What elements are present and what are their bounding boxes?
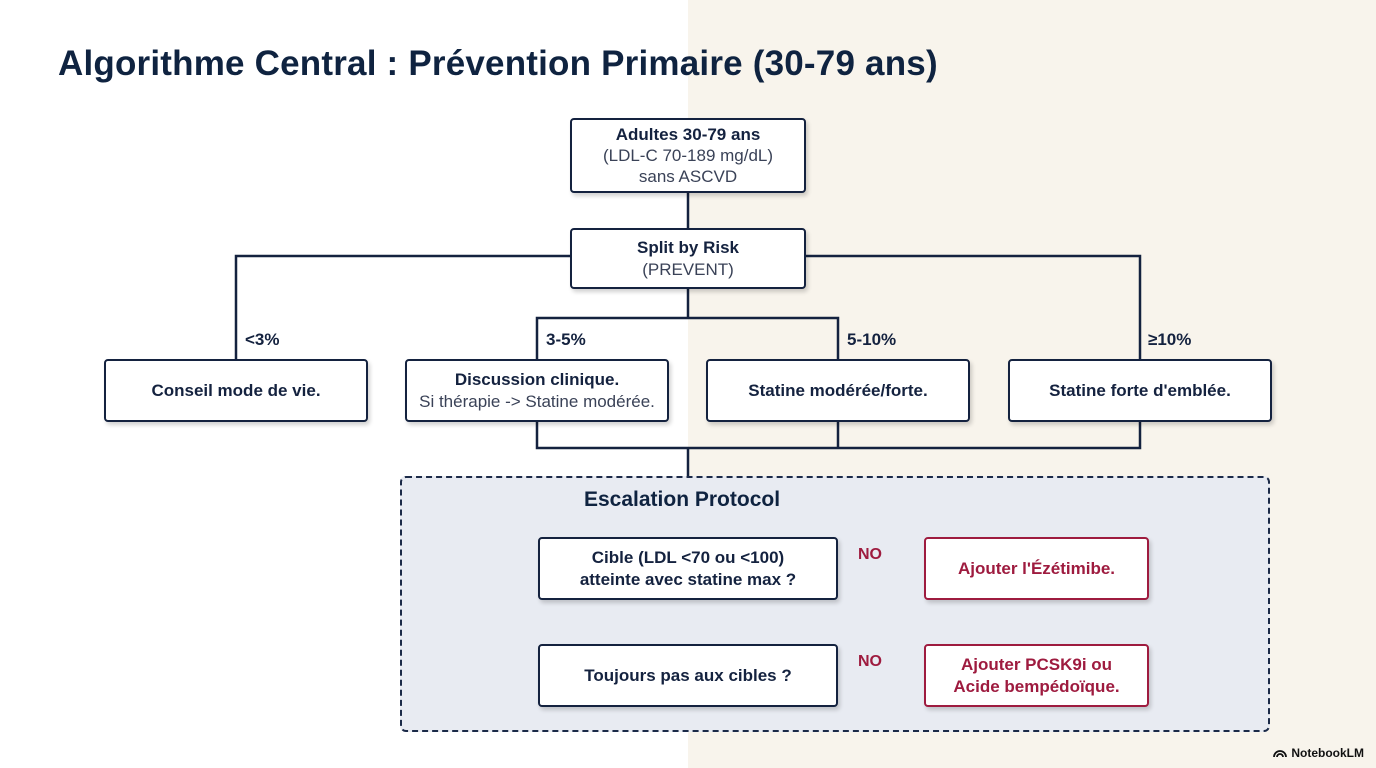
risk-box-high-text: Statine forte d'emblée. [1049, 380, 1231, 400]
escalation-title: Escalation Protocol [584, 488, 781, 511]
start-box-line3: sans ASCVD [638, 167, 738, 187]
notebooklm-watermark: NotebookLM [1273, 746, 1364, 760]
split-box-line2: (PREVENT) [642, 259, 734, 279]
action-box-2: Ajouter PCSK9i ou Acide bempédoïque. [924, 644, 1149, 707]
risk-box-intermediate-text: Statine modérée/forte. [748, 380, 928, 400]
risk-label-low: <3% [245, 330, 280, 349]
notebooklm-logo-icon [1273, 750, 1288, 758]
connector-mid-branch [535, 316, 840, 360]
connector-split-low [234, 254, 571, 360]
action-2-line1: Ajouter PCSK9i ou [960, 655, 1113, 675]
start-box-line2: (LDL-C 70-189 mg/dL) [602, 145, 774, 165]
question-1-line1: Cible (LDL <70 ou <100) [591, 548, 785, 568]
no-label-2: NO [858, 653, 882, 670]
question-box-2: Toujours pas aux cibles ? [538, 644, 838, 707]
risk-box-low: Conseil mode de vie. [104, 359, 368, 422]
risk-box-borderline-line1: Discussion clinique. [454, 370, 620, 390]
action-1-text: Ajouter l'Ézétimibe. [957, 558, 1116, 578]
question-1-line2: atteinte avec statine max ? [579, 569, 797, 589]
risk-label-borderline: 3-5% [546, 330, 586, 349]
risk-label-high: ≥10% [1148, 330, 1192, 349]
risk-box-low-text: Conseil mode de vie. [151, 380, 321, 400]
no-label-1: NO [858, 546, 882, 563]
risk-box-high: Statine forte d'emblée. [1008, 359, 1272, 422]
risk-box-borderline-line2: Si thérapie -> Statine modérée. [419, 391, 655, 411]
page-title: Algorithme Central : Prévention Primaire… [58, 44, 938, 83]
question-box-1: Cible (LDL <70 ou <100) atteinte avec st… [538, 537, 838, 600]
start-box: Adultes 30-79 ans (LDL-C 70-189 mg/dL) s… [570, 118, 806, 193]
action-2-line2: Acide bempédoïque. [953, 676, 1120, 696]
start-box-line1: Adultes 30-79 ans [615, 124, 761, 144]
connector-split-high [805, 254, 1142, 360]
brand-label: NotebookLM [1291, 746, 1364, 760]
action-box-1: Ajouter l'Ézétimibe. [924, 537, 1149, 600]
question-2-text: Toujours pas aux cibles ? [584, 665, 792, 685]
risk-box-borderline: Discussion clinique. Si thérapie -> Stat… [405, 359, 669, 422]
split-box: Split by Risk (PREVENT) [570, 228, 806, 289]
risk-label-intermediate: 5-10% [847, 330, 897, 349]
split-box-line1: Split by Risk [636, 238, 740, 258]
risk-box-intermediate: Statine modérée/forte. [706, 359, 970, 422]
